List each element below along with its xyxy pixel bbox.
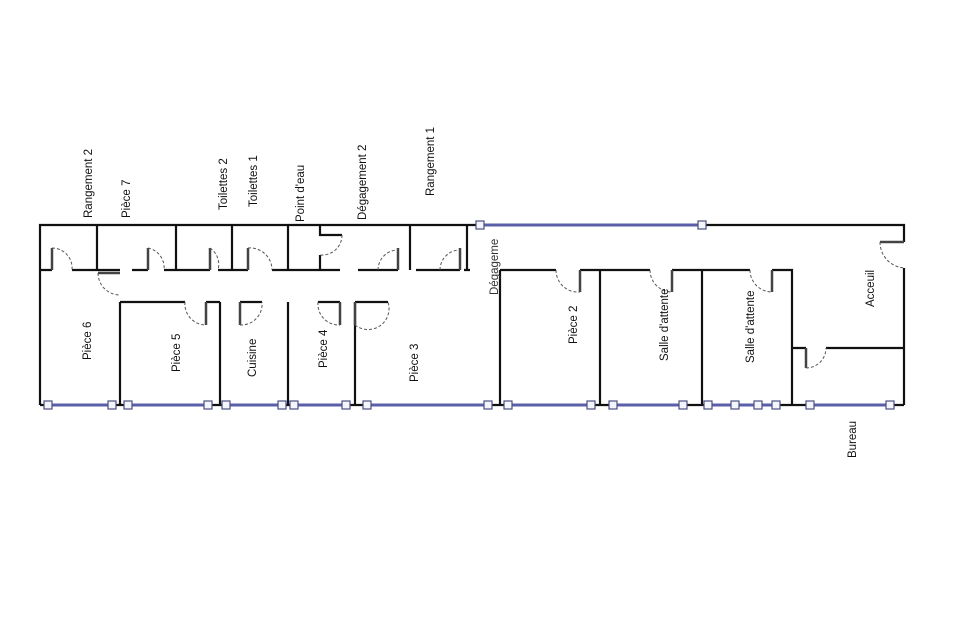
label-salle-attente-1: Salle d'attente xyxy=(659,288,671,361)
label-toilettes-1: Toilettes 1 xyxy=(248,155,260,207)
label-piece-6: Pièce 6 xyxy=(82,322,94,360)
label-bureau: Bureau xyxy=(847,421,859,458)
label-degagement-2: Dégagement 2 xyxy=(357,145,369,220)
label-acceuil: Acceuil xyxy=(865,270,877,307)
label-toilettes-2: Toilettes 2 xyxy=(218,158,230,210)
label-piece-5: Pièce 5 xyxy=(171,334,183,372)
label-degagement: Dégageme xyxy=(489,239,501,295)
label-cuisine: Cuisine xyxy=(247,339,259,377)
label-salle-attente-2: Salle d'attente xyxy=(745,290,757,363)
label-piece-7: Pièce 7 xyxy=(121,180,133,218)
windows xyxy=(43,220,895,410)
label-piece-2: Pièce 2 xyxy=(568,306,580,344)
doors xyxy=(50,234,905,369)
walls xyxy=(38,223,906,407)
label-piece-4: Pièce 4 xyxy=(318,329,330,368)
label-rangement-1: Rangement 1 xyxy=(425,127,437,196)
label-point-eau: Point d'eau xyxy=(295,165,307,222)
label-rangement-2: Rangement 2 xyxy=(83,149,95,218)
label-piece-3: Pièce 3 xyxy=(409,344,421,382)
room-labels: Rangement 2 Pièce 7 Toilettes 2 Toilette… xyxy=(82,127,877,458)
